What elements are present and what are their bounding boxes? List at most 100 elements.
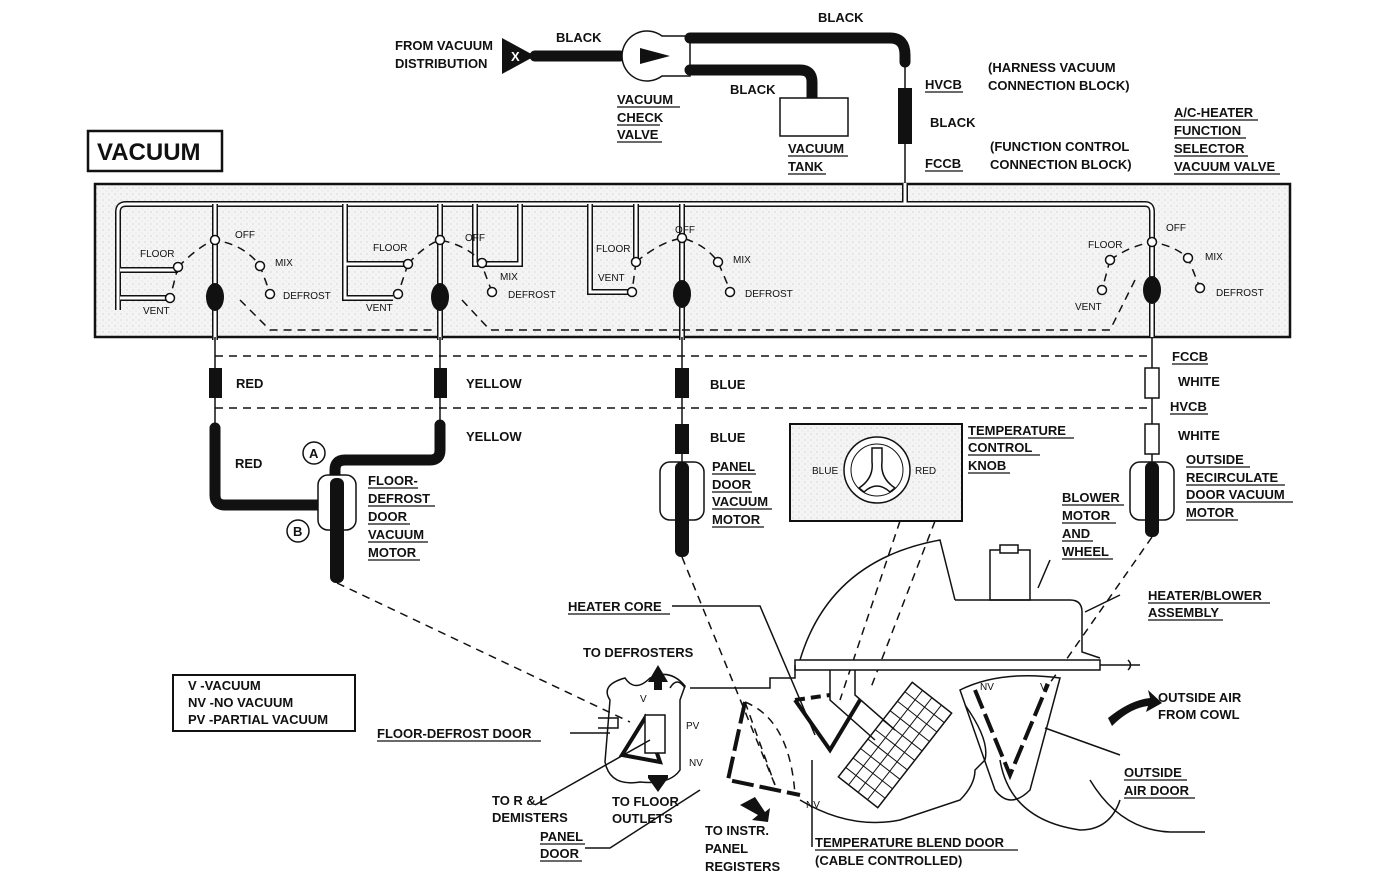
svg-text:FLOOR-: FLOOR-: [368, 473, 418, 488]
svg-text:OFF: OFF: [675, 225, 695, 236]
legend: V -VACUUM NV -NO VACUUM PV -PARTIAL VACU…: [172, 674, 356, 732]
hvcb-label: HVCB: [1170, 399, 1207, 414]
svg-text:OFF: OFF: [465, 233, 485, 244]
door-mark: PV: [686, 721, 700, 732]
svg-text:VENT: VENT: [143, 306, 170, 317]
panel-door-vacuum-motor: [659, 461, 705, 557]
floor-defrost-motor-label: FLOOR- DEFROST DOOR VACUUM MOTOR: [368, 473, 435, 561]
source-label: FROM VACUUM: [395, 38, 493, 53]
svg-text:DOOR: DOOR: [368, 509, 408, 524]
svg-text:HEATER/BLOWER: HEATER/BLOWER: [1148, 588, 1262, 603]
svg-text:WHEEL: WHEEL: [1062, 544, 1109, 559]
blower-label: BLOWER MOTOR AND WHEEL: [1062, 490, 1124, 560]
check-valve: [621, 30, 691, 82]
check-valve-label: VACUUM CHECK VALVE: [617, 92, 680, 143]
floor-defrost-door: [598, 673, 686, 784]
svg-text:DOOR: DOOR: [540, 846, 580, 861]
hose-color-label: RED: [236, 376, 263, 391]
svg-text:MIX: MIX: [500, 272, 518, 283]
svg-text:VACUUM: VACUUM: [712, 494, 768, 509]
svg-text:VALVE: VALVE: [617, 127, 659, 142]
svg-text:OFF: OFF: [235, 230, 255, 241]
svg-text:VENT: VENT: [366, 303, 393, 314]
vacuum-tank-label: VACUUM TANK: [788, 141, 848, 175]
diag-arrow-icon: [740, 797, 770, 822]
svg-text:PANEL: PANEL: [712, 459, 755, 474]
hose-color-label: BLUE: [710, 430, 746, 445]
door-mark: NV: [806, 800, 820, 811]
svg-text:DEFROST: DEFROST: [368, 491, 430, 506]
blend-door-label: TEMPERATURE BLEND DOOR: [815, 835, 1005, 850]
svg-text:CONTROL: CONTROL: [968, 440, 1032, 455]
temperature-control-knob[interactable]: BLUE RED: [789, 423, 963, 522]
panel-door-label: PANEL DOOR: [540, 829, 585, 862]
door-mark: V: [640, 694, 647, 705]
svg-text:SELECTOR: SELECTOR: [1174, 141, 1245, 156]
svg-text:FLOOR: FLOOR: [596, 244, 630, 255]
temperature-knob-label: TEMPERATURE CONTROL KNOB: [968, 423, 1074, 474]
hose-color-label: YELLOW: [466, 376, 522, 391]
vacuum-source: FROM VACUUM DISTRIBUTION X: [395, 38, 535, 74]
panel-motor-label: PANEL DOOR VACUUM MOTOR: [712, 459, 772, 528]
door-mark: NV: [689, 758, 703, 769]
instr-panel-label: REGISTERS: [705, 859, 780, 874]
svg-text:VENT: VENT: [598, 273, 625, 284]
svg-text:DEFROST: DEFROST: [508, 290, 556, 301]
svg-text:VACUUM VALVE: VACUUM VALVE: [1174, 159, 1275, 174]
vacuum-tank: [779, 97, 849, 137]
port-a-label: A: [309, 446, 319, 461]
hose-color-label: BLACK: [818, 10, 864, 25]
svg-text:V -VACUUM: V -VACUUM: [188, 678, 261, 693]
outside-air-arrow-icon: [1108, 690, 1162, 726]
svg-text:AND: AND: [1062, 526, 1090, 541]
svg-text:A/C-HEATER: A/C-HEATER: [1174, 105, 1254, 120]
fccb-description: (FUNCTION CONTROL: [990, 139, 1129, 154]
floor-outlets-label: OUTLETS: [612, 811, 673, 826]
hvcb-description: CONNECTION BLOCK): [988, 78, 1130, 93]
svg-text:CHECK: CHECK: [617, 110, 664, 125]
svg-text:KNOB: KNOB: [968, 458, 1006, 473]
floor-defrost-door-label: FLOOR-DEFROST DOOR: [377, 726, 532, 741]
svg-text:MOTOR: MOTOR: [368, 545, 417, 560]
hose-color-label: BLUE: [710, 377, 746, 392]
hose-color-label: BLACK: [730, 82, 776, 97]
svg-text:OUTSIDE: OUTSIDE: [1186, 452, 1244, 467]
svg-text:DEFROST: DEFROST: [745, 289, 793, 300]
selector-valve-label: A/C-HEATER FUNCTION SELECTOR VACUUM VALV…: [1174, 105, 1280, 175]
red-hose: [209, 422, 326, 511]
svg-text:PANEL: PANEL: [540, 829, 583, 844]
source-triangle-icon: [502, 38, 535, 74]
hose-color-label: BLACK: [556, 30, 602, 45]
door-mark: V: [1040, 682, 1047, 693]
svg-text:MOTOR: MOTOR: [712, 512, 761, 527]
svg-text:DOOR: DOOR: [712, 477, 752, 492]
outside-air-door-label: OUTSIDE AIR DOOR: [1124, 765, 1195, 799]
blend-door-label: (CABLE CONTROLLED): [815, 853, 962, 868]
hvcb-label: HVCB: [925, 77, 962, 92]
svg-text:DEFROST: DEFROST: [1216, 288, 1264, 299]
svg-text:VACUUM: VACUUM: [788, 141, 844, 156]
source-marker: X: [511, 49, 520, 64]
title-box: [86, 129, 224, 173]
source-label: DISTRIBUTION: [395, 56, 487, 71]
hvcb-description: (HARNESS VACUUM: [988, 60, 1116, 75]
svg-text:TEMPERATURE: TEMPERATURE: [968, 423, 1066, 438]
switch-unit: FLOOR VENT OFF MIX DEFROST: [342, 204, 680, 340]
svg-text:AIR DOOR: AIR DOOR: [1124, 783, 1190, 798]
recirculate-door-vacuum-motor: [1129, 461, 1175, 537]
svg-text:DEFROST: DEFROST: [283, 291, 331, 302]
svg-text:OFF: OFF: [1166, 223, 1186, 234]
svg-text:RED: RED: [915, 466, 936, 477]
black-hose: [684, 32, 911, 68]
yellow-hose: [329, 419, 446, 484]
svg-text:BLOWER: BLOWER: [1062, 490, 1120, 505]
fccb-label: FCCB: [1172, 349, 1208, 364]
recirc-motor-label: OUTSIDE RECIRCULATE DOOR VACUUM MOTOR: [1186, 452, 1293, 521]
svg-text:MIX: MIX: [1205, 252, 1223, 263]
svg-text:VENT: VENT: [1075, 302, 1102, 313]
svg-text:FLOOR: FLOOR: [140, 249, 174, 260]
hose-color-label: WHITE: [1178, 428, 1220, 443]
